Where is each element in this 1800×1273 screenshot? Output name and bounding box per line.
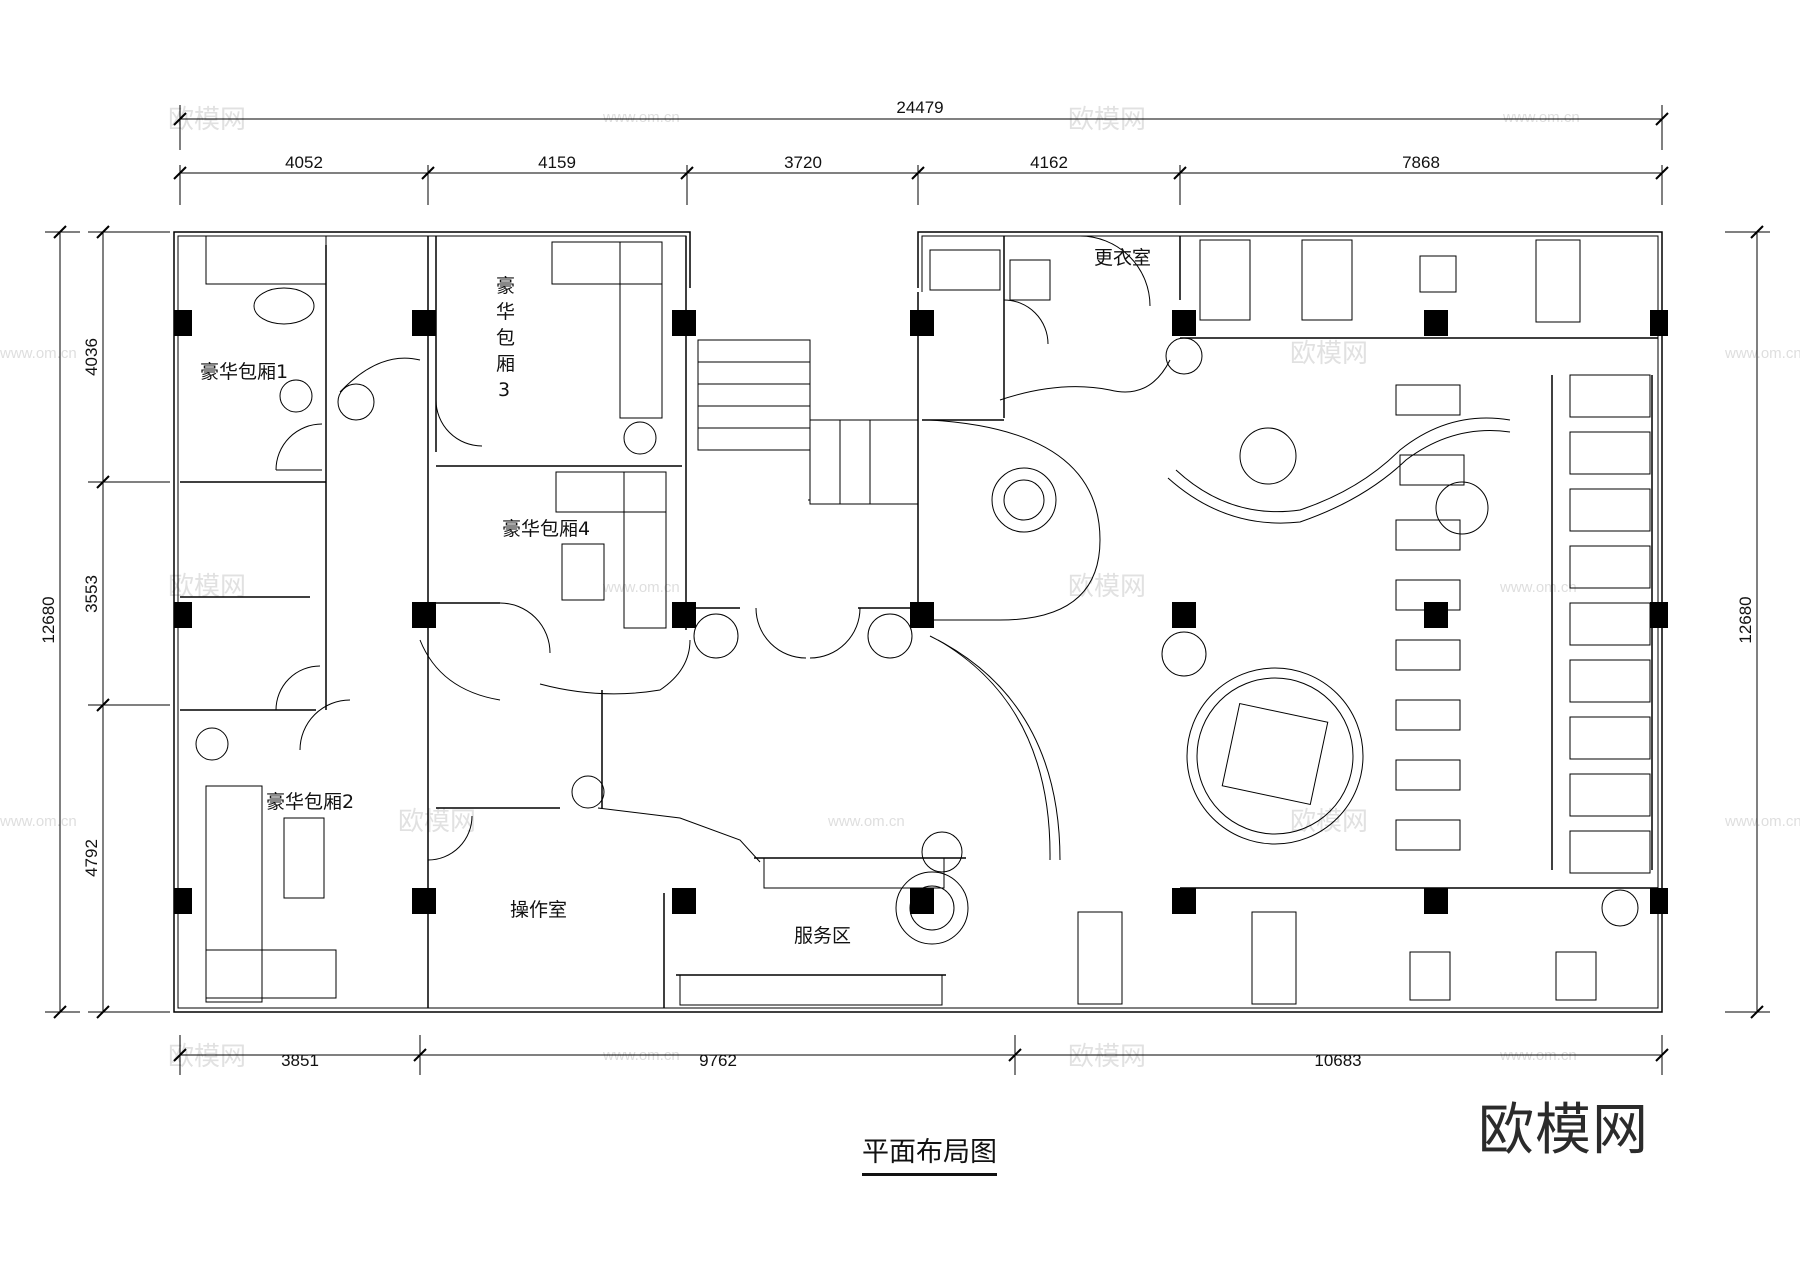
exterior-walls <box>173 231 1663 1013</box>
room-label-suite-1: 豪华包厢1 <box>200 361 288 383</box>
door-swings <box>275 235 1151 861</box>
watermark-site: www.om.cn <box>602 109 680 126</box>
furniture <box>205 235 1651 1006</box>
watermark-brand: 欧模网 <box>1068 105 1146 135</box>
room-labels: 豪华包厢1 豪华包厢2 豪 华 包 厢 3 豪华包厢4 更衣室 操作室 服务区 <box>200 247 1151 947</box>
room-label-changing-room: 更衣室 <box>1094 247 1151 269</box>
dim-top-1: 4052 <box>285 153 323 172</box>
dimension-labels: 24479 4052 4159 3720 4162 7868 3851 9762… <box>39 98 1755 1070</box>
watermark-brand: 欧模网 <box>1068 572 1146 602</box>
watermark-site: www.om.cn <box>602 579 680 596</box>
watermark-brand: 欧模网 <box>168 105 246 135</box>
staircase <box>697 339 919 505</box>
watermark-brand: 欧模网 <box>1068 1042 1146 1072</box>
watermark-site: www.om.cn <box>827 813 905 830</box>
dim-top-5: 7868 <box>1402 153 1440 172</box>
watermark-site: www.om.cn <box>0 345 77 362</box>
dim-left-3: 4792 <box>82 839 101 877</box>
room-label-suite-3-2: 华 <box>496 301 515 323</box>
watermark-brand: 欧模网 <box>1290 807 1368 837</box>
dim-top-3: 3720 <box>784 153 822 172</box>
room-label-suite-2: 豪华包厢2 <box>266 791 354 813</box>
dim-top-4: 4162 <box>1030 153 1068 172</box>
watermark-brand: 欧模网 <box>1290 339 1368 369</box>
watermark-site: www.om.cn <box>1724 813 1800 830</box>
brand-logo: 欧模网 <box>1478 1098 1649 1163</box>
watermark-layer: 欧模网 www.om.cn 欧模网 www.om.cn 欧模网 欧模网 www.… <box>0 105 1800 1072</box>
dim-top-2: 4159 <box>538 153 576 172</box>
watermark-brand: 欧模网 <box>398 807 476 837</box>
dim-left-overall: 12680 <box>39 596 58 643</box>
drawing-title: 平面布局图 <box>862 1130 997 1176</box>
dim-left-1: 4036 <box>82 338 101 376</box>
dim-right-overall: 12680 <box>1736 596 1755 643</box>
watermark-brand: 欧模网 <box>168 1042 246 1072</box>
room-label-service-desk: 服务区 <box>794 925 851 947</box>
columns <box>174 310 1668 914</box>
curved-partitions <box>339 357 1511 861</box>
dim-left-2: 3553 <box>82 575 101 613</box>
watermark-site: www.om.cn <box>1502 109 1580 126</box>
plants <box>195 337 1639 927</box>
watermark-site: www.om.cn <box>0 813 77 830</box>
room-label-suite-3-5: 3 <box>498 379 510 401</box>
room-label-suite-3-4: 厢 <box>496 353 515 375</box>
dim-bottom-2: 9762 <box>699 1051 737 1070</box>
room-label-suite-3-1: 豪 <box>496 275 515 297</box>
stage-area <box>895 427 1489 945</box>
watermark-site: www.om.cn <box>1724 345 1800 362</box>
dimension-ticks <box>53 112 1764 1062</box>
room-label-suite-3-3: 包 <box>496 327 515 349</box>
dim-overall-width: 24479 <box>896 98 943 117</box>
watermark-site: www.om.cn <box>1499 579 1577 596</box>
dim-bottom-1: 3851 <box>281 1051 319 1070</box>
dim-bottom-3: 10683 <box>1314 1051 1361 1070</box>
room-label-suite-4: 豪华包厢4 <box>502 518 590 540</box>
room-label-operation-room: 操作室 <box>510 899 567 921</box>
